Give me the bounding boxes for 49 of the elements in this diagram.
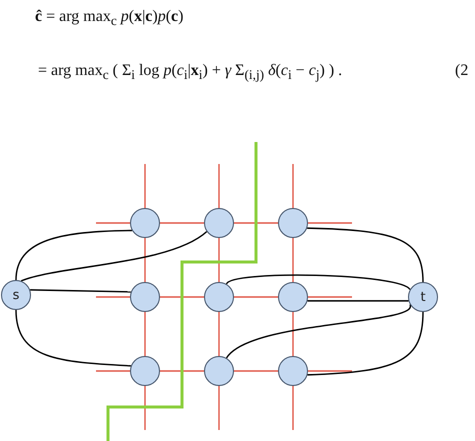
pixel-node — [204, 282, 234, 312]
terminal-link — [308, 300, 408, 302]
pixel-node — [130, 282, 160, 312]
terminal-link — [20, 231, 208, 282]
pixel-node — [204, 208, 234, 238]
grid-line — [308, 370, 352, 372]
pixel-node — [130, 208, 160, 238]
pixel-node — [204, 356, 234, 386]
grid-link — [160, 222, 204, 224]
grid-line — [218, 386, 220, 430]
equation: = arg max$_{c}$ ( Σ$_{i}$ log p(c$_{i}$|x$_{i}$) + γ Σ$_{(i,j)}$ δ(c$_{i}$ − c$_{j}$) ) . — [38, 62, 342, 84]
grid-line — [144, 164, 146, 208]
terminal-node — [1, 280, 31, 310]
grid-line — [144, 386, 146, 430]
pixel-node — [130, 356, 160, 386]
equation: ĉ = arg max$_{c}$ p(x|c)p(c) — [35, 8, 184, 30]
grid-link — [144, 238, 146, 282]
terminal-link — [15, 230, 132, 280]
terminal-link — [30, 289, 131, 293]
grid-line — [96, 296, 130, 298]
grid-line — [308, 222, 352, 224]
terminal-node — [408, 282, 438, 312]
node-label: s — [12, 288, 20, 302]
grid-link — [218, 312, 220, 356]
terminal-link — [15, 310, 131, 367]
grid-link — [292, 238, 294, 282]
equation-number: (2 — [455, 62, 468, 80]
grid-line — [292, 386, 294, 430]
grid-link — [160, 370, 204, 372]
node-label: t — [420, 290, 426, 304]
grid-line — [292, 164, 294, 208]
grid-line — [308, 296, 352, 298]
terminal-link — [226, 274, 410, 290]
grid-link — [144, 312, 146, 356]
terminal-link — [226, 304, 411, 358]
pixel-node — [278, 282, 308, 312]
grid-link — [160, 296, 204, 298]
grid-link — [234, 222, 278, 224]
terminal-link — [307, 312, 424, 376]
grid-link — [234, 370, 278, 372]
grid-line — [96, 370, 130, 372]
grid-link — [218, 238, 220, 282]
grid-link — [292, 312, 294, 356]
grid-line — [96, 222, 130, 224]
pixel-node — [278, 208, 308, 238]
pixel-node — [278, 356, 308, 386]
terminal-link — [307, 227, 424, 282]
grid-link — [234, 296, 278, 298]
grid-line — [218, 164, 220, 208]
